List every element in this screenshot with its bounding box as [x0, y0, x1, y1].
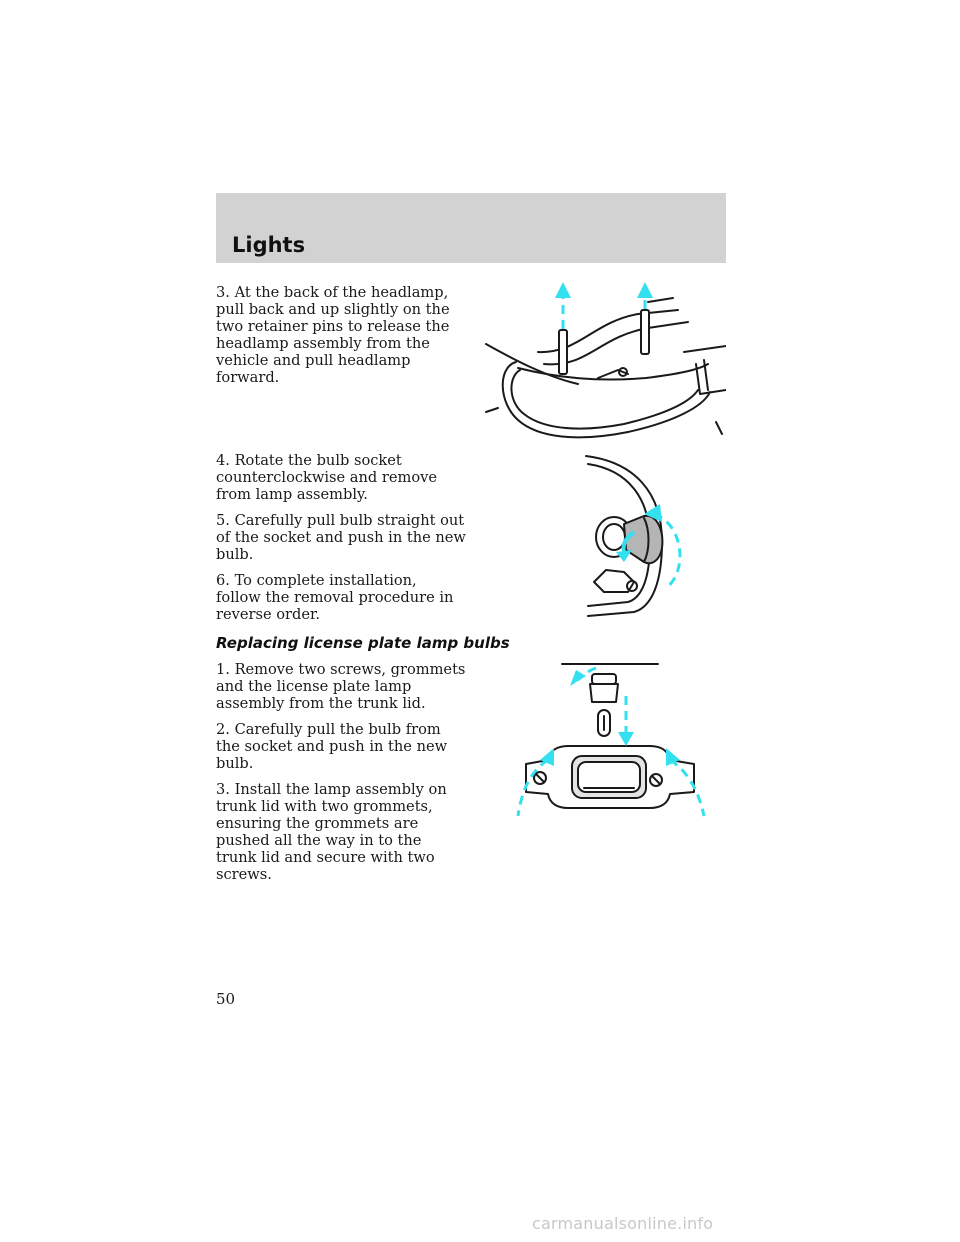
step-text: 5. Carefully pull bulb straight out of t…	[216, 512, 466, 563]
license-plate-lamp-illustration	[516, 663, 706, 817]
bulb-socket-illustration	[585, 455, 682, 617]
headlamp-retainer-pins-illustration	[485, 282, 726, 439]
step-text: 3. At the back of the headlamp, pull bac…	[216, 284, 450, 386]
section-header: Lights	[216, 193, 726, 263]
license-lamp-instructions: 1. Remove two screws, grommets and the l…	[216, 661, 466, 892]
step-text: 6. To complete installation, follow the …	[216, 572, 454, 623]
footer-watermark[interactable]: carmanualsonline.info	[532, 1214, 714, 1233]
section-title: Lights	[232, 233, 306, 257]
headlamp-instructions: 3. At the back of the headlamp, pull bac…	[216, 284, 466, 395]
step-text: 2. Carefully pull the bulb from the sock…	[216, 721, 448, 772]
bulb-instructions: 4. Rotate the bulb socket counterclockwi…	[216, 452, 466, 632]
page-number: 50	[216, 990, 236, 1008]
step-text: 3. Install the lamp assembly on trunk li…	[216, 781, 447, 883]
step-text: 1. Remove two screws, grommets and the l…	[216, 661, 466, 712]
license-lamp-heading: Replacing license plate lamp bulbs	[216, 634, 510, 652]
step-text: 4. Rotate the bulb socket counterclockwi…	[216, 452, 438, 503]
